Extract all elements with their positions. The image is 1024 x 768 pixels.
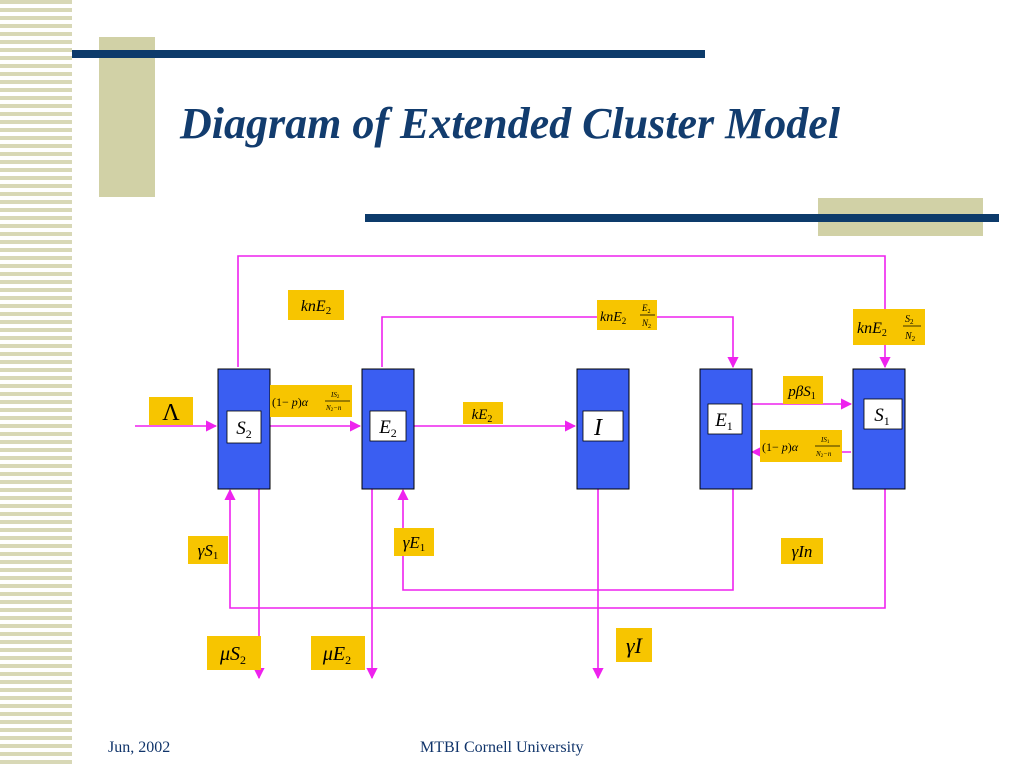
svg-text:N2−n: N2−n [815,450,832,459]
svg-text:N2−n: N2−n [325,404,342,413]
label-kne2-s2-over-n2: knE2 S2 N2 [857,314,921,343]
label-gammain: γIn [792,542,813,561]
label-s2-to-e2-rate: (1− p)α IS2 N2−n [272,391,350,413]
left-stripe-decoration [0,0,72,768]
label-lambda: Λ [162,400,180,426]
svg-text:(1− p)α: (1− p)α [272,395,309,409]
svg-text:knE2: knE2 [857,320,887,339]
svg-text:E2: E2 [641,303,651,315]
bottom-rule [365,214,999,222]
label-kne2-e2-over-n2: knE2 E2 N2 [600,303,655,330]
label-e1-rate: (1− p)α IS1 N2−n [762,436,840,459]
svg-text:(1− p)α: (1− p)α [762,440,799,454]
svg-text:IS2: IS2 [330,391,340,400]
label-pbetas1: pβS1 [787,384,815,402]
top-rule [72,50,705,58]
node-i: I [593,415,603,441]
footer-date: Jun, 2002 [108,739,171,756]
arrow-e2-to-e1-top [381,316,739,369]
label-gammai: γI [626,633,644,658]
svg-text:IS1: IS1 [820,436,830,445]
arrow-e1-loop-to-e2 [397,488,734,591]
svg-text:S2: S2 [905,314,914,326]
title-accent-block [99,37,155,197]
page-title: Diagram of Extended Cluster Model [180,99,841,148]
label-ke2: kE2 [472,407,493,425]
label-gammae1: γE1 [403,533,426,554]
label-kne2: knE2 [301,298,331,317]
arrow-s1-loop-to-s2 [224,488,886,609]
svg-text:N2: N2 [904,331,916,343]
svg-text:N2: N2 [641,318,651,330]
footer-organization: MTBI Cornell University [420,739,584,756]
svg-text:knE2: knE2 [600,310,626,326]
